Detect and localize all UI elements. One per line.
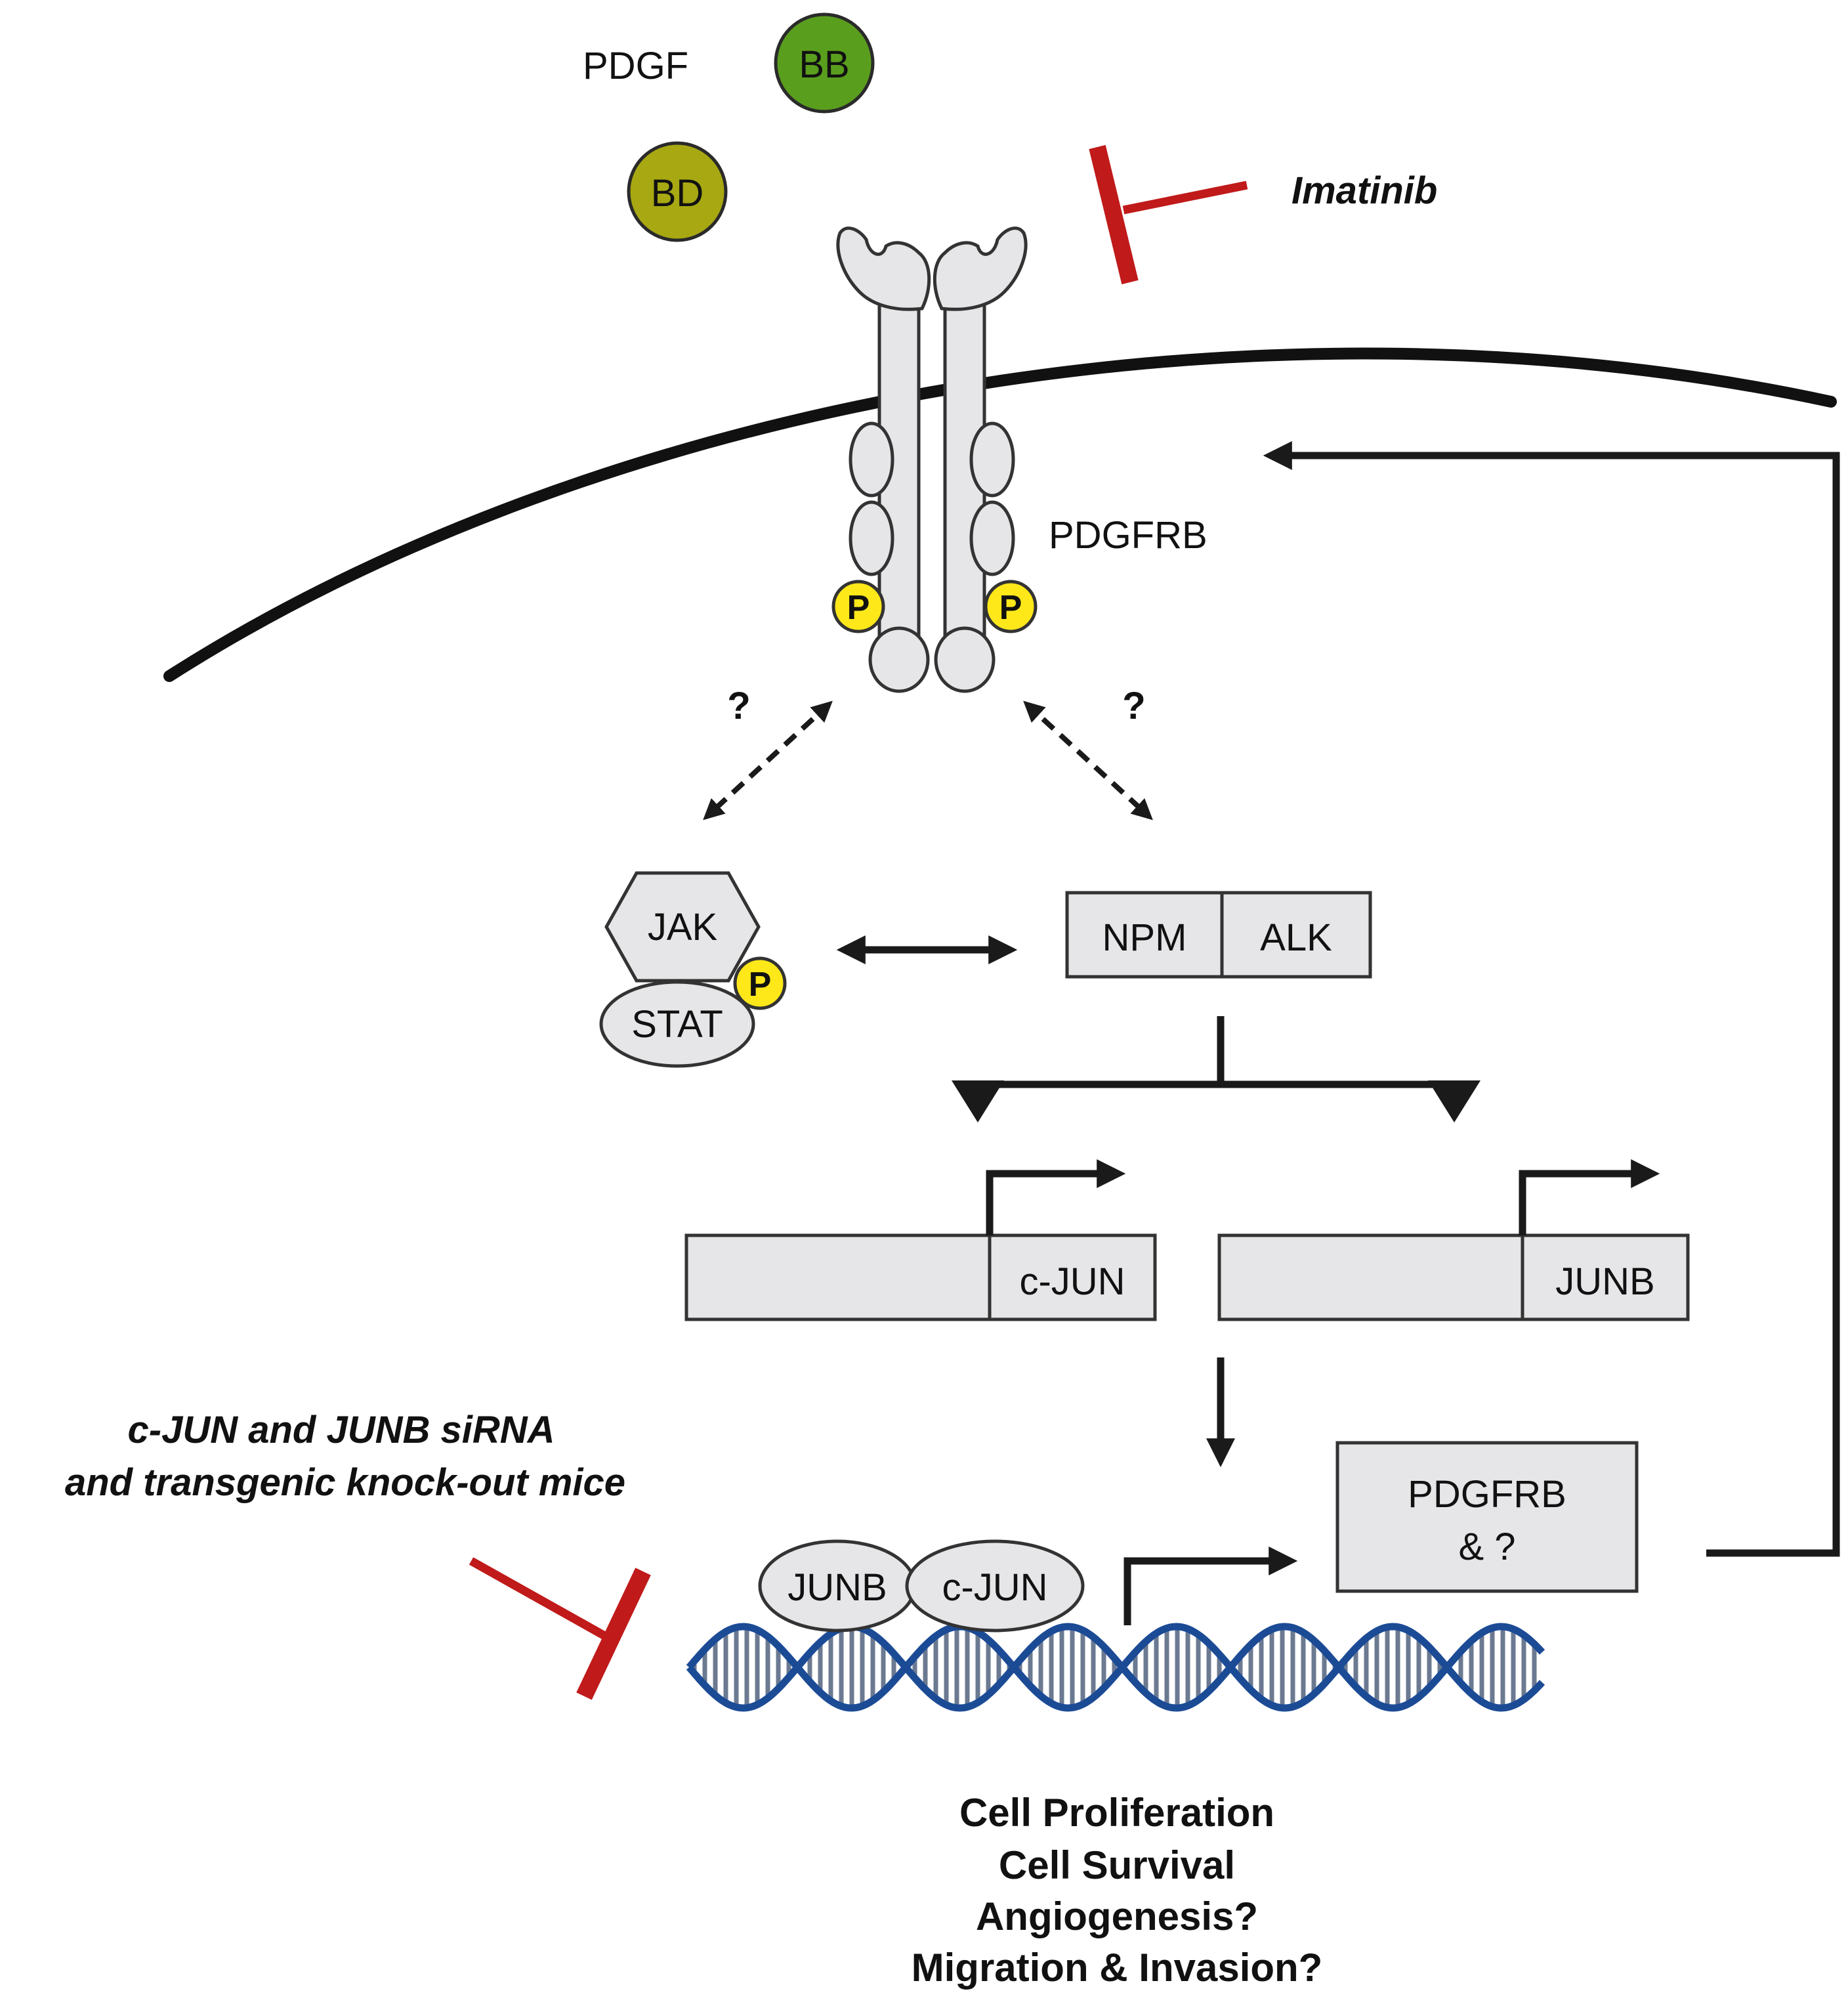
dna-strand-a [686,1623,1545,1712]
outcomes-list: Cell Proliferation Cell Survival Angioge… [912,1791,1323,1990]
sirna-label-line2: and transgenic knock-out mice [65,1461,625,1504]
dimer-cjun [905,1539,1085,1633]
sirna-label-line1: c-JUN and JUNB siRNA [128,1409,555,1451]
jak-hexagon [604,871,761,983]
pdgf-label: PDGF [583,45,688,87]
outcome-item: Angiogenesis? [976,1894,1258,1938]
feedback-loop-arrow [1263,441,1840,1557]
imatinib-inhibition-bar [1089,144,1139,285]
outcome-item: Cell Survival [999,1843,1235,1887]
junb-gene-upstream [1217,1233,1524,1321]
question-mark-left: ? [727,685,750,727]
target-line1: PDGFRB [1408,1473,1566,1516]
dimer-cjun-label: c-JUN [942,1566,1047,1609]
cjun-gene-coding [988,1233,1157,1321]
dna-promoter-arrow [1124,1547,1298,1625]
receptor-left-head [836,226,931,311]
cjun-gene-label: c-JUN [1019,1260,1125,1303]
receptor-phospho-left-label: P [847,589,870,627]
receptor-phospho-right-label: P [999,589,1022,627]
alk-box [1220,891,1372,979]
ligand-bb: BB [774,12,875,114]
receptor-right-domain-2 [969,500,1015,576]
junb-gene-label: JUNB [1555,1260,1654,1303]
receptor-left-domain-3 [868,626,930,693]
receptor-left-domain-1 [849,421,894,498]
cjun-gene-upstream [684,1233,992,1321]
receptor-phospho-left [831,580,885,633]
target-box: PDGFRB & ? [1335,1441,1639,1593]
dimer-junb-label: JUNB [788,1566,887,1609]
junb-promoter-arrow [1519,1159,1660,1235]
npm-label: NPM [1102,916,1187,959]
receptor-right-domain-1 [969,421,1015,498]
jak-label: JAK [648,906,718,949]
sirna-inhibition [469,1557,651,1700]
receptor-right-head [933,226,1028,311]
ap1-dimer: JUNB c-JUN [758,1539,1085,1633]
ligand-bb-circle [774,12,875,114]
pdgfrb-label: PDGFRB [1049,514,1208,557]
stat-ellipse [599,980,755,1068]
cjun-gene: c-JUN [684,1159,1157,1321]
outcome-item: Cell Proliferation [959,1791,1274,1835]
imatinib-inhibition-line [1122,181,1248,215]
stat-phospho [733,956,787,1010]
pdgfrb-receptor: P P [831,226,1038,693]
question-mark-right: ? [1122,685,1145,727]
branch-connector [952,1016,1480,1122]
sirna-inhibition-bar [576,1568,651,1700]
ligand-bb-label: BB [799,43,849,86]
ligand-bd-label: BD [651,172,704,215]
target-box-rect [1335,1441,1639,1593]
cjun-promoter-arrow [986,1159,1126,1235]
outcome-item: Migration & Invasion? [912,1946,1323,1990]
stat-phospho-label: P [749,966,772,1004]
junb-gene: JUNB [1217,1159,1690,1321]
cell-membrane [163,347,1837,682]
dna-helix [686,1623,1545,1712]
dashed-arrow-right [1023,700,1153,821]
branch-head-left [952,1080,1004,1122]
sirna-inhibition-line [469,1557,614,1644]
dashed-arrow-left [703,700,833,821]
imatinib-label: Imatinib [1292,169,1437,212]
npm-alk-fusion: NPM ALK [1065,891,1372,979]
target-line2: & ? [1458,1526,1515,1568]
receptor-phospho-right [984,580,1038,633]
receptor-right-domain-3 [934,626,996,693]
junb-gene-coding [1521,1233,1690,1321]
stat-label: STAT [631,1003,723,1046]
npm-box [1065,891,1224,979]
ligand-bd: BD [627,141,728,242]
receptor-left-domain-2 [849,500,894,576]
dna-strand-b [686,1623,1545,1712]
branch-head-right [1428,1080,1480,1122]
jak-stat-complex: JAK STAT P [599,871,787,1068]
ligand-bd-circle [627,141,728,242]
imatinib-inhibition [1089,144,1248,285]
alk-label: ALK [1260,916,1332,959]
